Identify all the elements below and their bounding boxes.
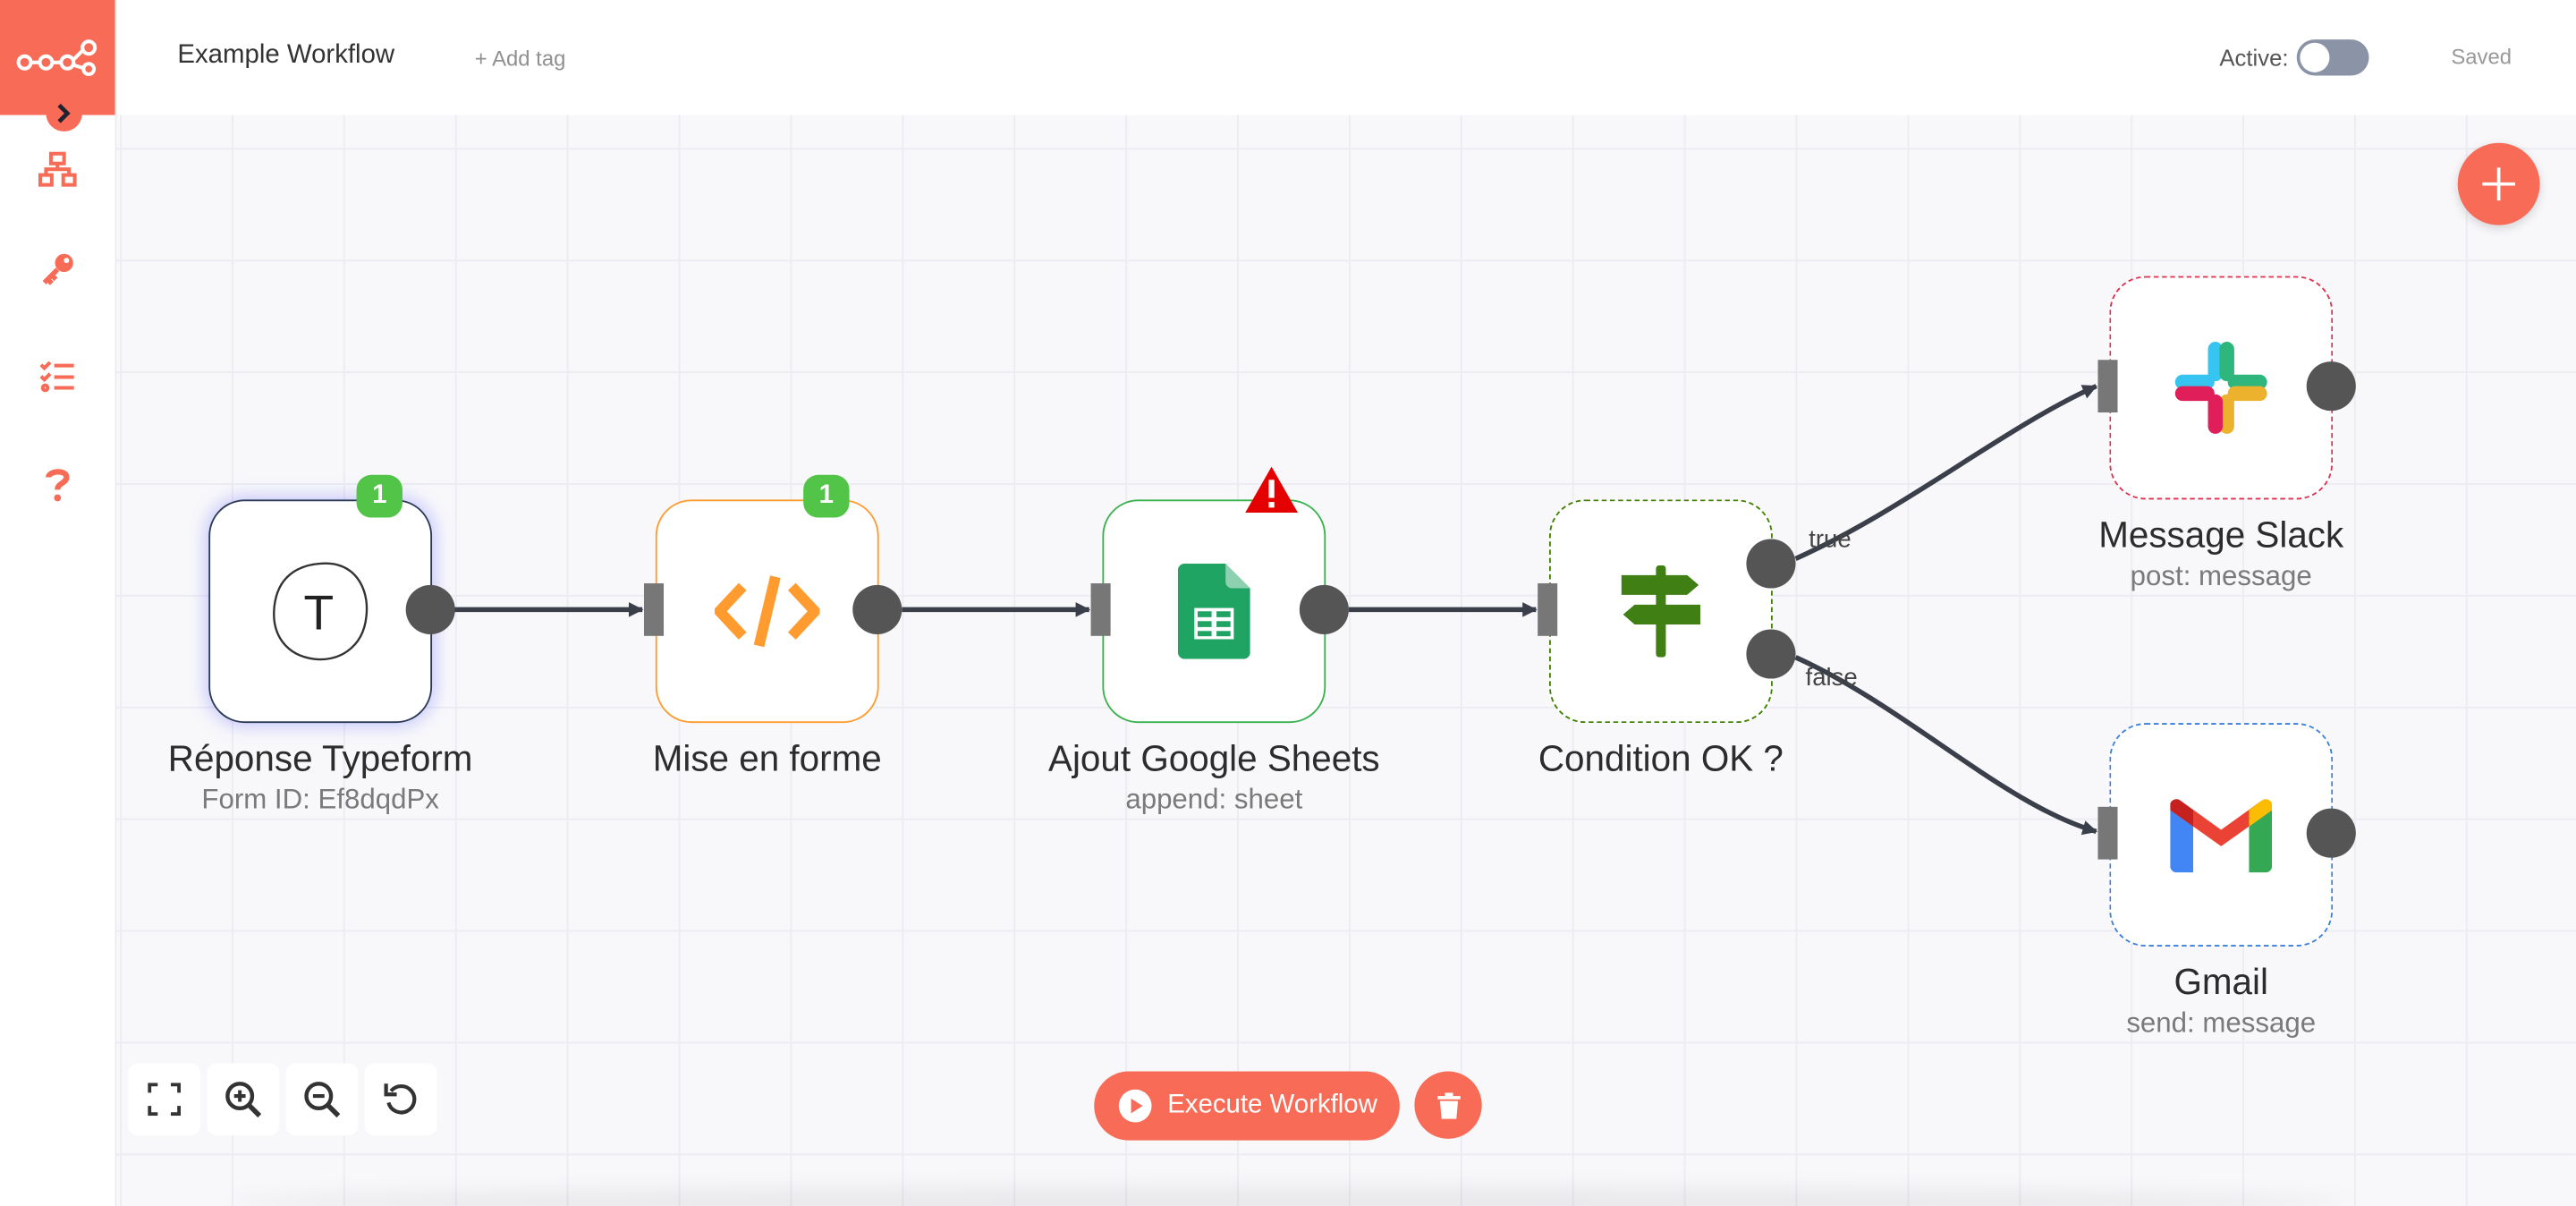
node-title: Gmail [2174,961,2268,1003]
reset-zoom-icon [384,1083,417,1115]
typeform-icon: T [273,562,369,661]
sidebar-item-help[interactable] [35,462,80,507]
execute-workflow-button[interactable]: Execute Workflow [1094,1071,1400,1141]
node-typeform[interactable]: T [208,499,433,724]
zoom-in-button[interactable] [207,1063,280,1136]
header: Example Workflow + Add tag Active: Saved [114,0,2576,115]
output-port[interactable] [1299,584,1349,634]
zoom-out-icon [304,1082,341,1118]
fullscreen-icon [148,1083,182,1117]
node-title: Condition OK ? [1538,737,1784,779]
input-port[interactable] [643,583,665,636]
connection-if-slack [1794,384,2097,561]
output-port[interactable] [2306,361,2356,412]
output-port-true[interactable] [1746,539,1796,589]
node-title: Ajout Google Sheets [1047,737,1380,779]
zoom-in-icon [225,1082,262,1118]
code-icon [714,575,820,648]
plus-icon [2482,167,2515,201]
add-node-button[interactable] [2457,142,2540,225]
node-title: Message Slack [2098,514,2344,556]
node-subtitle: post: message [2130,560,2312,592]
delete-button[interactable] [1414,1071,1482,1139]
typeform-letter: T [303,584,334,640]
sidebar-item-credentials[interactable] [35,247,80,293]
node-slack[interactable] [2109,276,2334,500]
input-port[interactable] [2097,360,2118,413]
fullscreen-button[interactable] [128,1063,201,1136]
bottom-shadow [230,1186,2350,1206]
google-sheets-icon [1177,563,1250,659]
node-gmail[interactable] [2109,723,2334,947]
question-icon [46,469,70,502]
input-port[interactable] [1538,583,1558,636]
input-port[interactable] [1090,583,1111,636]
network-icon [38,151,77,187]
node-if[interactable] [1549,499,1773,724]
node-function[interactable] [655,499,879,724]
connection-if-gmail [1794,655,2097,836]
active-label: Active: [2219,44,2289,71]
add-tag-button[interactable]: + Add tag [474,46,566,71]
node-subtitle: append: sheet [1125,784,1303,816]
list-check-icon [39,361,74,393]
output-port-false[interactable] [1746,629,1796,679]
n8n-logo-icon [16,39,97,77]
node-subtitle: Form ID: Ef8dqdPx [201,784,439,816]
slack-icon [2174,342,2267,434]
gmail-icon [2170,799,2273,873]
branch-label-true: true [1809,525,1852,554]
reset-zoom-button[interactable] [364,1063,437,1136]
trash-icon [1436,1091,1460,1118]
execute-workflow-label: Execute Workflow [1167,1091,1377,1119]
node-badge: 1 [803,474,850,518]
play-icon [1118,1089,1151,1123]
expand-sidebar-button[interactable] [46,95,82,132]
toggle-knob [2300,42,2330,72]
chevron-right-icon [57,103,71,123]
sidebar-item-workflows[interactable] [35,146,80,191]
sidebar [0,0,117,1206]
branch-label-false: false [1805,664,1858,692]
node-badge: 1 [356,474,402,518]
input-port[interactable] [2097,806,2118,860]
save-status: Saved [2451,44,2512,70]
zoom-out-button[interactable] [285,1063,359,1136]
warning-icon [1245,466,1298,514]
workflow-name[interactable]: Example Workflow [177,40,395,70]
node-google-sheets[interactable] [1102,499,1326,724]
output-port[interactable] [2306,808,2356,858]
active-toggle[interactable] [2296,39,2369,76]
node-subtitle: send: message [2126,1006,2317,1039]
node-title: Mise en forme [652,737,882,779]
key-icon [42,253,73,285]
sidebar-item-executions[interactable] [35,353,80,399]
output-port[interactable] [852,584,902,634]
node-title: Réponse Typeform [167,737,473,779]
signpost-icon [1621,565,1700,658]
output-port[interactable] [405,584,455,634]
